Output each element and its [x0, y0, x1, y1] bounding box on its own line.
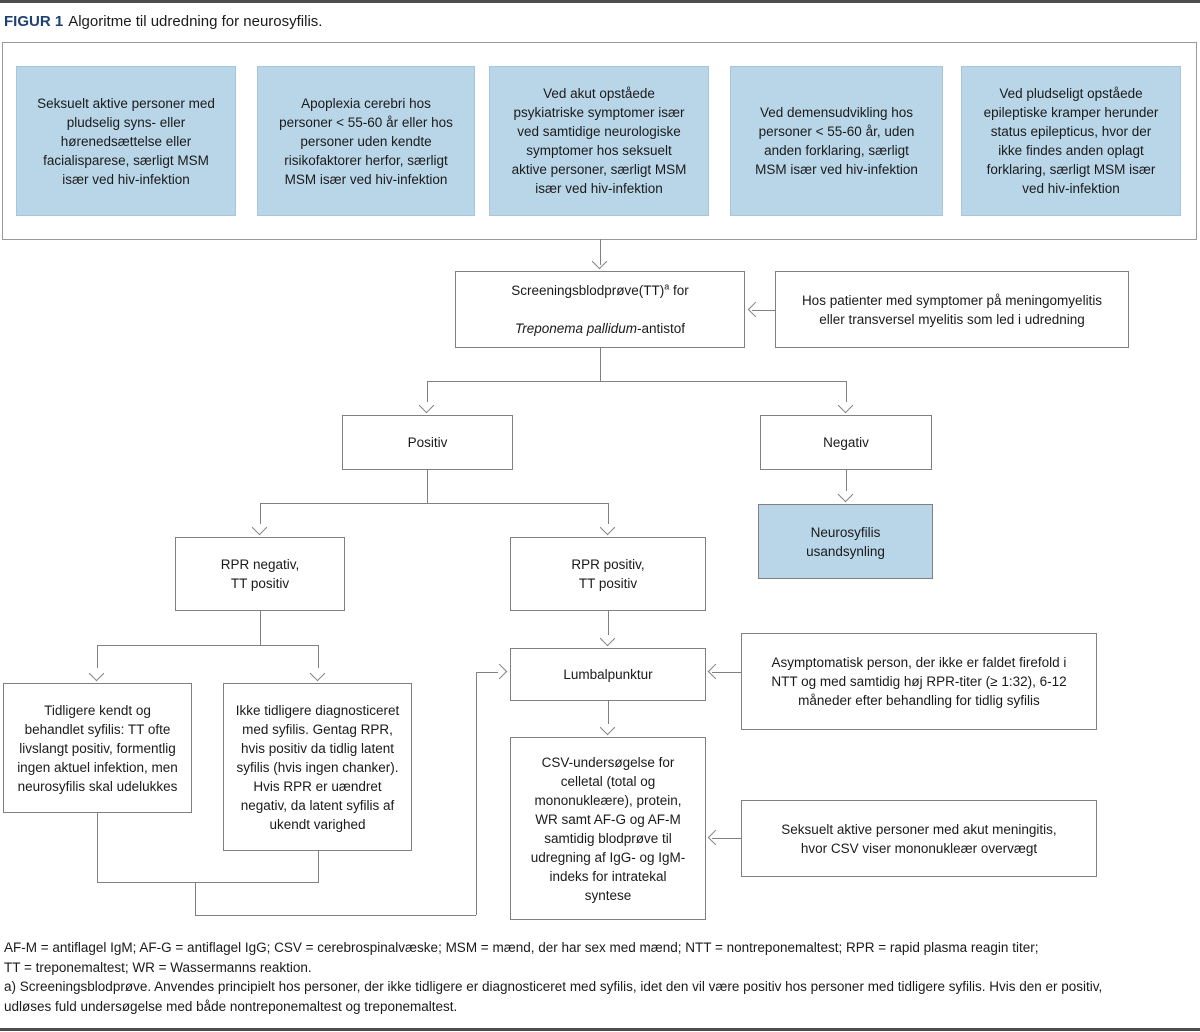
flow-line [600, 348, 601, 381]
arrow-down-icon [837, 397, 854, 414]
footnotes: AF-M = antiflagel IgM; AF-G = antiflagel… [4, 940, 1103, 1014]
neurosyfilis-unlikely-box: Neurosyfilis usandsynling [758, 504, 933, 579]
screening-line2: Treponema pallidum-antistof [514, 321, 686, 336]
entry-box-apoplexia: Apoplexia cerebri hos personer < 55-60 å… [257, 66, 475, 216]
arrow-down-icon [599, 719, 616, 736]
meningomyelitis-note-box: Hos patienter med symptomer på meningomy… [775, 271, 1129, 348]
flow-line [97, 813, 98, 882]
footnote-marker: a [664, 281, 670, 292]
flow-line [260, 611, 261, 645]
flow-line [752, 310, 775, 311]
ikke-tidligere-box: Ikke tidligere diagnosticeret med syfili… [223, 683, 412, 851]
screening-line1: Screeningsblodprøve(TT)a for [511, 281, 689, 298]
flow-line [195, 915, 476, 916]
arrow-down-icon [309, 665, 326, 682]
asymptomatisk-note-box: Asymptomatisk person, der ikke er faldet… [741, 633, 1097, 730]
flow-line [318, 851, 319, 882]
rpr-positiv-box: RPR positiv, TT positiv [510, 537, 706, 611]
arrow-right-icon [491, 663, 508, 680]
flow-line [712, 672, 741, 673]
arrow-left-icon [707, 663, 724, 680]
arrow-down-icon [88, 665, 105, 682]
rpr-negativ-box: RPR negativ, TT positiv [175, 537, 345, 611]
arrow-down-icon [251, 519, 268, 536]
positiv-box: Positiv [342, 415, 513, 470]
arrow-down-icon [599, 519, 616, 536]
csv-analysis-box: CSV-undersøgelse for celletal (total og … [510, 737, 706, 920]
entry-box-psychiatric: Ved akut opståede psykiatriske symptomer… [489, 66, 709, 216]
flow-line [318, 645, 319, 668]
flow-line [476, 672, 477, 915]
bottom-rule [0, 1028, 1200, 1031]
flow-line [608, 503, 609, 524]
flow-line [608, 611, 609, 635]
arrow-down-icon [599, 630, 616, 647]
entry-box-hearing-loss: Seksuelt aktive personer med pludselig s… [16, 66, 236, 216]
flow-line [427, 470, 428, 503]
flow-line [846, 470, 847, 491]
figure-caption: Algoritme til udredning for neurosyfilis… [68, 13, 323, 30]
flow-line [97, 645, 98, 668]
arrow-down-icon [418, 397, 435, 414]
arrow-down-icon [837, 486, 854, 503]
flow-line [97, 882, 319, 883]
entry-box-dementia: Ved demensudvikling hos personer < 55-60… [730, 66, 943, 216]
screening-box: Screeningsblodprøve(TT)a for Treponema p… [455, 271, 745, 348]
flow-line [608, 701, 609, 724]
flow-line [846, 381, 847, 402]
flow-line [600, 239, 601, 265]
flow-line [427, 381, 846, 382]
flow-line [260, 503, 608, 504]
flow-line [97, 645, 318, 646]
top-rule [0, 0, 1200, 3]
flow-line [260, 503, 261, 524]
arrow-left-icon [747, 301, 764, 318]
flow-line [712, 838, 741, 839]
negativ-box: Negativ [760, 415, 932, 470]
flow-line [195, 882, 196, 915]
meningitis-note-box: Seksuelt aktive personer med akut mening… [741, 800, 1097, 877]
lumbalpunktur-box: Lumbalpunktur [510, 648, 706, 701]
flow-line [476, 672, 498, 673]
figure-number: FIGUR 1 [4, 13, 64, 30]
arrow-left-icon [707, 829, 724, 846]
flow-line [427, 381, 428, 402]
tidligere-kendt-box: Tidligere kendt og behandlet syfilis: TT… [3, 683, 192, 813]
entry-box-epilepsy: Ved pludseligt opståede epileptiske kram… [961, 66, 1181, 216]
